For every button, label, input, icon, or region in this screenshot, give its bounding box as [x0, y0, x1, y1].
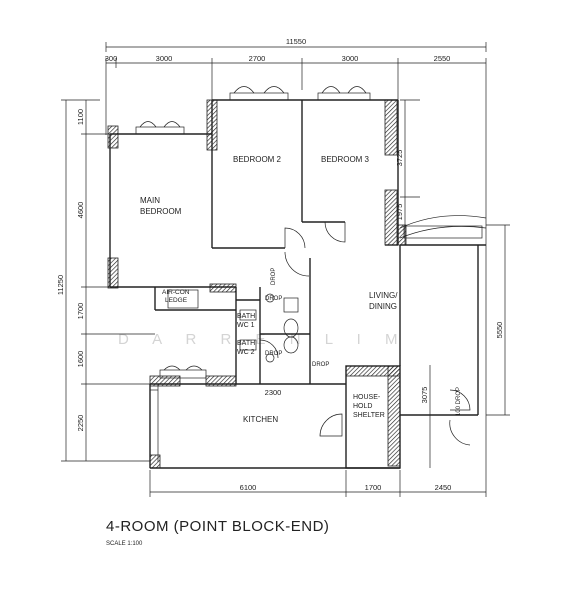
dim-top-3000b: 3000 — [342, 54, 359, 63]
dim-top-300: 300 — [105, 54, 118, 63]
right-dimensions: 3725 1975 5550 3075 — [395, 99, 510, 468]
dim-bottom-2450: 2450 — [435, 483, 452, 492]
plan-title: 4-ROOM (POINT BLOCK-END) — [106, 518, 329, 535]
plan-scale: SCALE 1:100 — [106, 541, 143, 547]
room-label-shelter-3: SHELTER — [353, 412, 385, 419]
left-dimensions: 11250 1100 4600 1700 1600 2250 — [56, 99, 155, 462]
dim-top-2700: 2700 — [249, 54, 266, 63]
wall-columns — [107, 99, 407, 469]
room-label-ledge: LEDGE — [165, 297, 188, 304]
dim-left-1100: 1100 — [76, 109, 85, 125]
walls — [109, 99, 486, 469]
dim-top-2550: 2550 — [434, 54, 451, 63]
dim-inner-2300: 2300 — [265, 388, 282, 397]
dim-bottom-1700: 1700 — [365, 483, 382, 492]
drop-label: DROP — [312, 362, 329, 368]
drop-label: 100 DROP — [456, 387, 462, 416]
room-label-dining: DINING — [369, 302, 397, 311]
room-label-main-bedroom: MAIN — [140, 196, 160, 205]
room-label-wc2: WC 2 — [237, 349, 255, 356]
dim-left-1700: 1700 — [76, 303, 85, 320]
drop-label: DROP — [265, 296, 282, 302]
dim-right-3075: 3075 — [420, 387, 429, 404]
doors — [259, 221, 471, 446]
top-dimensions: 11550 300 3000 2700 3000 2550 — [105, 37, 487, 415]
drop-label: DROP — [271, 268, 277, 285]
room-label-shelter-1: HOUSE- — [353, 394, 381, 401]
dim-right-1975: 1975 — [395, 204, 404, 221]
dim-top-total: 11550 — [286, 37, 306, 46]
dim-left-total: 11250 — [56, 275, 65, 295]
fixtures — [167, 289, 299, 363]
room-label-kitchen: KITCHEN — [243, 415, 278, 424]
drop-label: DROP — [265, 351, 282, 357]
room-label-bedroom-2: BEDROOM 2 — [233, 155, 282, 164]
room-label-aircon: AIR-CON — [162, 289, 190, 296]
bottom-dimensions: 6100 1700 2450 — [149, 415, 487, 497]
room-label-main-bedroom-2: BEDROOM — [140, 207, 182, 216]
room-label-bath1: BATH — [237, 313, 255, 320]
room-label-bedroom-3: BEDROOM 3 — [321, 155, 370, 164]
room-label-living: LIVING/ — [369, 291, 398, 300]
room-label-shelter-2: HOLD — [353, 403, 372, 410]
dim-right-3725: 3725 — [395, 150, 404, 167]
dim-left-2250: 2250 — [76, 415, 85, 432]
watermark: D A R R E N L I M — [118, 331, 407, 348]
windows — [135, 86, 487, 462]
dim-bottom-6100: 6100 — [240, 483, 257, 492]
room-label-wc1: WC 1 — [237, 322, 255, 329]
room-label-bath2: BATH — [237, 340, 255, 347]
dim-left-4600: 4600 — [76, 202, 85, 219]
dim-top-3000a: 3000 — [156, 54, 173, 63]
dim-left-1600: 1600 — [76, 351, 85, 368]
dim-right-5550: 5550 — [495, 322, 504, 339]
